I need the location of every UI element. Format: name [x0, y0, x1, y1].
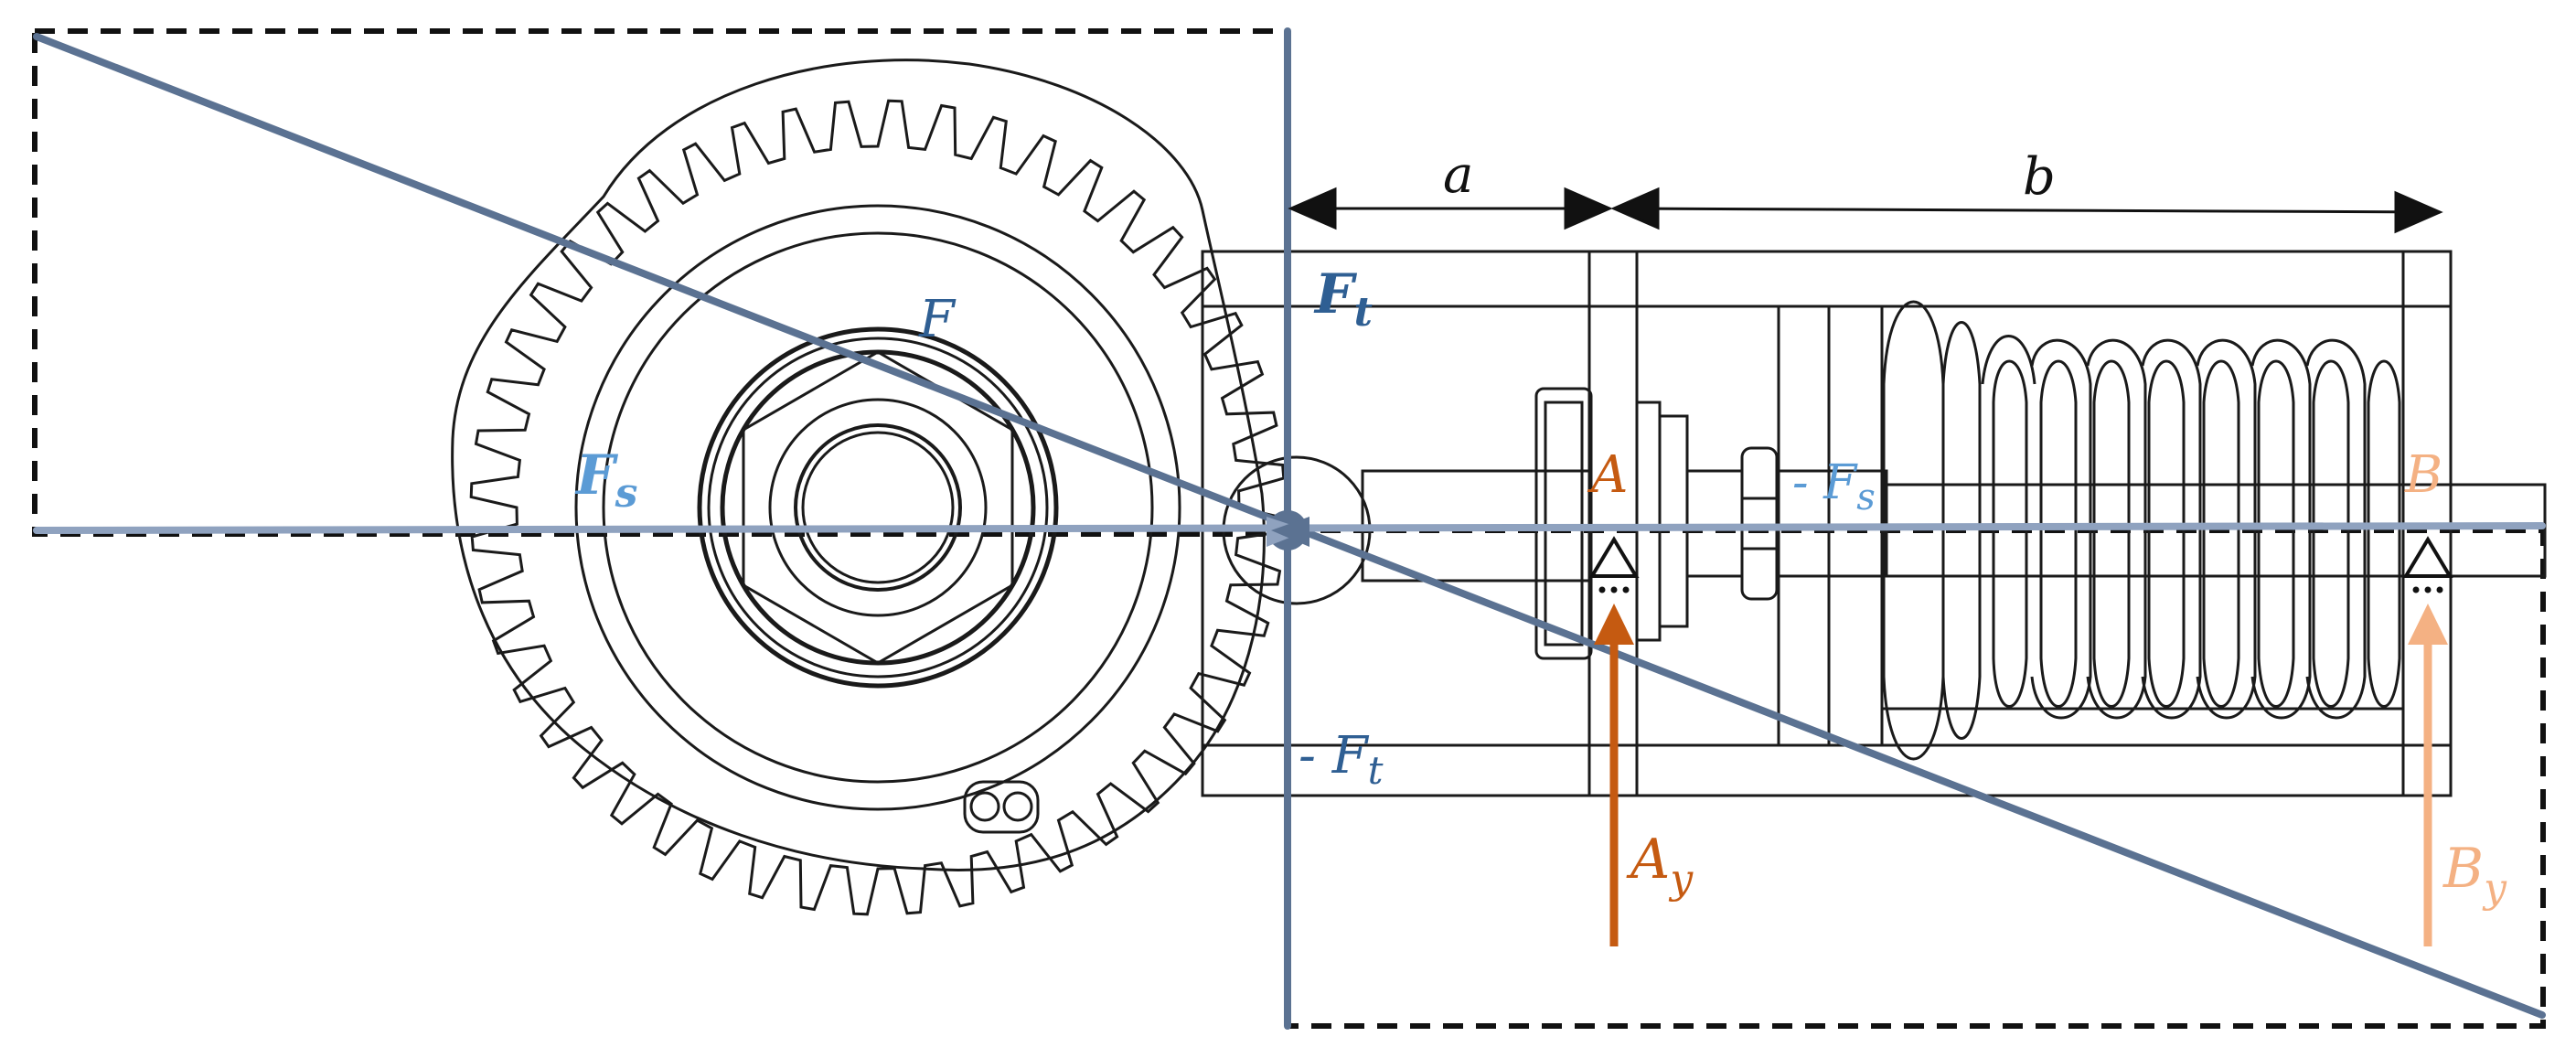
reaction-label-By: By [2442, 837, 2507, 912]
right-dashed-boundary [1285, 528, 2546, 1029]
support-A [1588, 536, 1640, 593]
gear-assembly [451, 59, 1372, 916]
force-label-Ft: Ft [1313, 262, 1373, 336]
dimension-label-a: a [1443, 145, 1473, 205]
gear-teeth-outline [469, 99, 1287, 916]
reaction-arrow-By [2408, 604, 2448, 946]
support-label-B: B [2404, 445, 2442, 505]
reaction-label-Ay: Ay [1626, 828, 1694, 903]
left-dashed-boundary [32, 28, 1290, 537]
force-label-neg-Fs: - Fs [1792, 455, 1876, 518]
force-label-Fs: Fs [574, 444, 637, 517]
support-B [2402, 536, 2453, 593]
dimension-lines [1288, 187, 2443, 234]
gear-teeth [469, 99, 1287, 916]
reaction-arrow-Ay [1594, 604, 1634, 946]
dimension-label-b: b [2023, 147, 2056, 207]
force-label-F: F [918, 290, 957, 349]
force-label-neg-Ft: - Ft [1299, 726, 1384, 793]
pivot-point [1267, 510, 1309, 550]
compression-spring [1882, 300, 2401, 761]
eccentric-cam-housing [451, 59, 1266, 872]
support-label-A: A [1587, 445, 1628, 505]
